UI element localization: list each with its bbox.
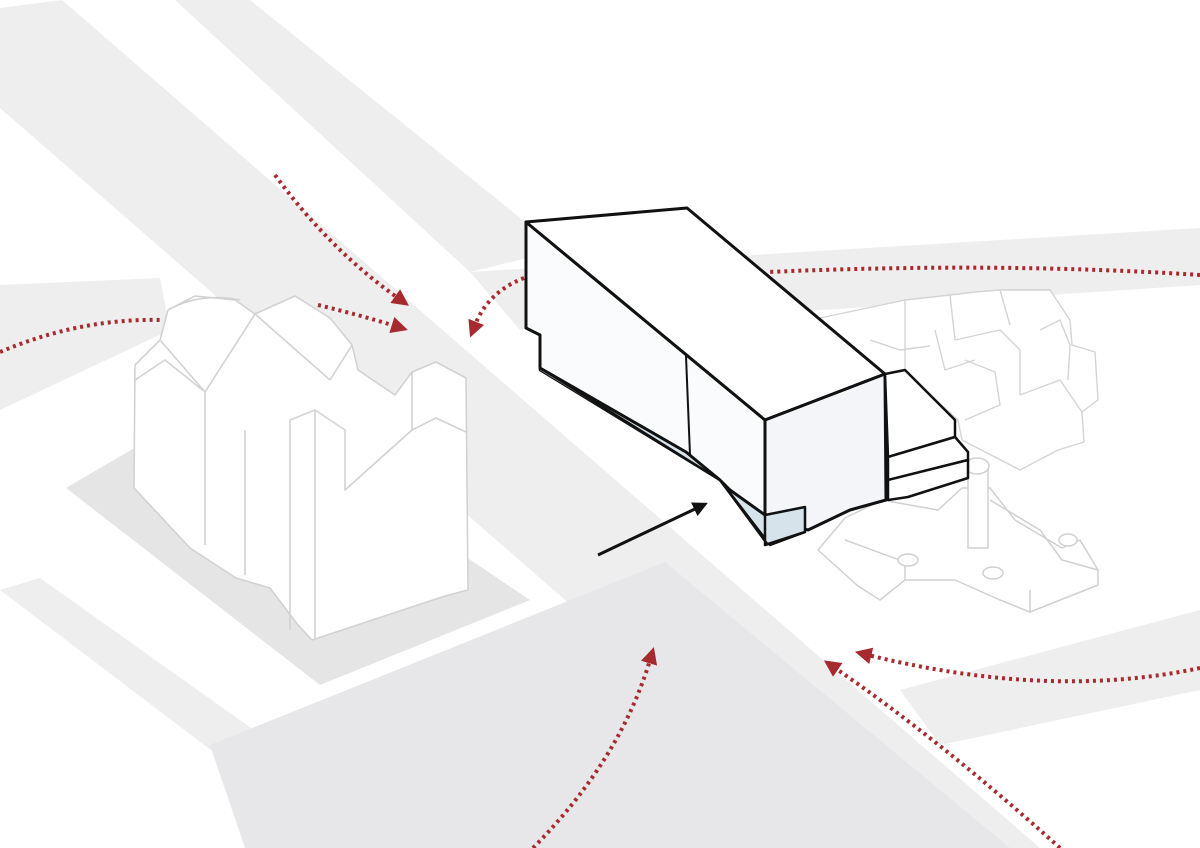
entrance-arrow xyxy=(597,502,708,557)
flow-arrow-north xyxy=(273,173,409,306)
side-annex-middle xyxy=(886,435,970,482)
historic-domed-building xyxy=(133,295,469,641)
tower-courtyard-building xyxy=(817,457,1099,613)
central-plaza xyxy=(210,562,1010,848)
pedestrian-flow-arrows xyxy=(0,173,1200,848)
flow-arrow-curve-entry xyxy=(468,276,525,338)
flow-arrow-west xyxy=(0,317,163,354)
proposed-building-volume xyxy=(524,206,970,547)
main-diagonal-street xyxy=(0,0,1040,848)
flow-arrow-north-west xyxy=(317,303,408,334)
historic-courtyard-complex xyxy=(819,289,1099,471)
flow-arrow-south xyxy=(531,647,658,848)
south-east-street xyxy=(900,610,1200,745)
upper-diagonal-street xyxy=(175,0,560,272)
side-annex-lower xyxy=(886,458,970,502)
glazed-corner xyxy=(763,505,807,547)
west-cross-street xyxy=(0,278,170,410)
side-annex-upper xyxy=(883,368,957,459)
